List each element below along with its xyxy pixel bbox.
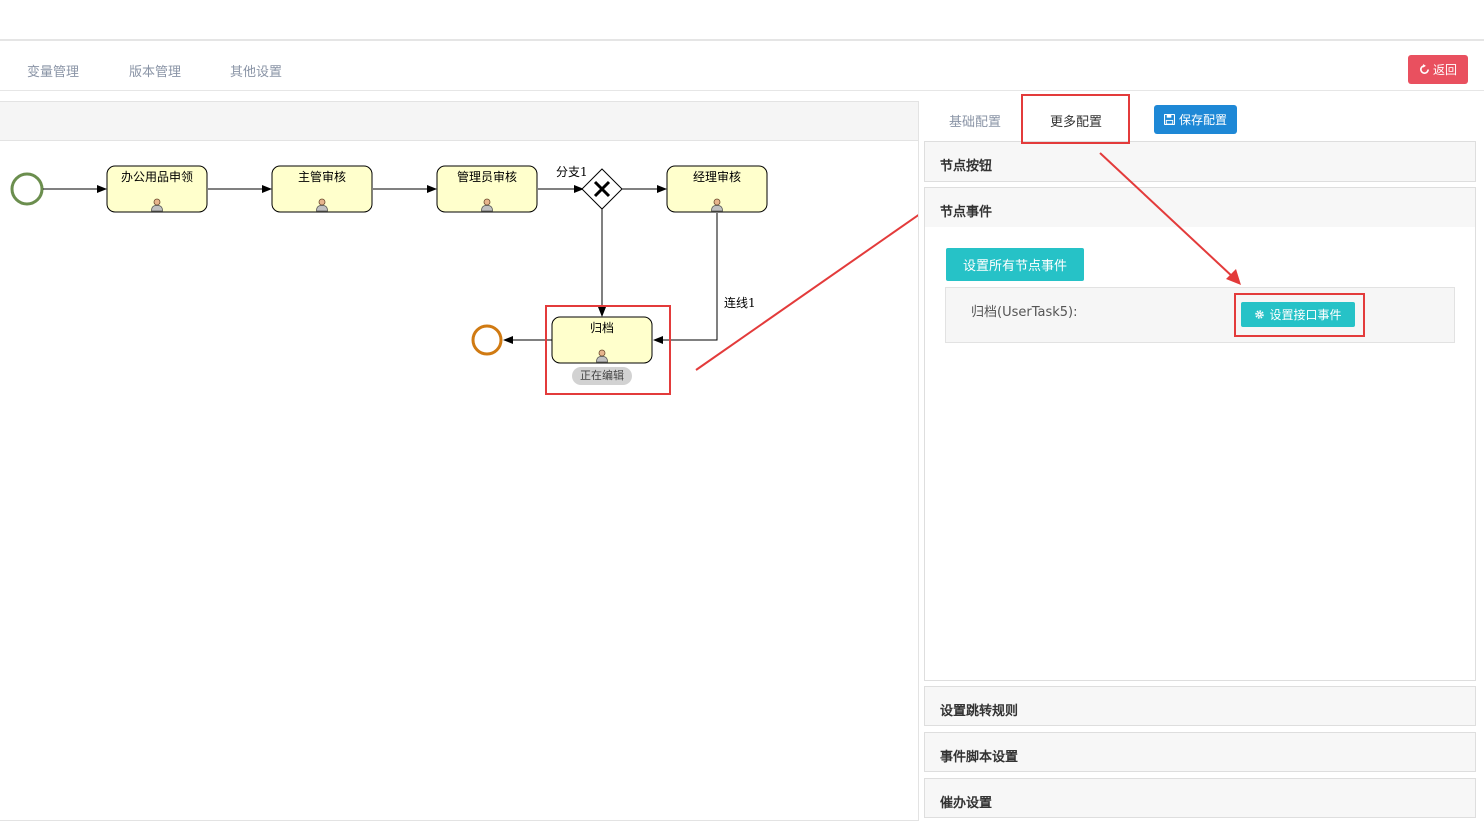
tab-other-settings[interactable]: 其他设置 bbox=[230, 65, 283, 80]
top-bar bbox=[0, 0, 1484, 41]
tab-variable-management[interactable]: 变量管理 bbox=[27, 65, 80, 80]
bpmn-diagram: 办公用品申领 主管审核 管理员审核 经理审核 归档 分支1 连线1 bbox=[10, 165, 918, 371]
set-all-node-events-button[interactable]: 设置所有节点事件 bbox=[946, 248, 1084, 281]
refresh-icon bbox=[1420, 64, 1429, 74]
task-supervisor-review[interactable]: 主管审核 bbox=[271, 165, 373, 213]
set-all-node-events-label: 设置所有节点事件 bbox=[962, 259, 1067, 274]
section-event-scripts[interactable]: 事件脚本设置 bbox=[924, 732, 1476, 772]
back-button[interactable]: 返回 bbox=[1408, 55, 1468, 84]
task-archive[interactable]: 归档 bbox=[551, 316, 653, 364]
annotation-arrow-line bbox=[695, 214, 918, 371]
task-manager-review[interactable]: 经理审核 bbox=[666, 165, 768, 213]
task-admin-review[interactable]: 管理员审核 bbox=[436, 165, 538, 213]
section-jump-rules-title: 设置跳转规则 bbox=[940, 704, 1019, 719]
section-node-buttons[interactable]: 节点按钮 bbox=[924, 141, 1476, 182]
back-label: 返回 bbox=[1432, 63, 1457, 77]
start-event[interactable] bbox=[10, 172, 44, 206]
tab-version-management[interactable]: 版本管理 bbox=[129, 65, 182, 80]
save-config-label: 保存配置 bbox=[1178, 113, 1227, 127]
node-events-body: 设置所有节点事件 归档(UserTask5): 设置接口事件 bbox=[924, 227, 1476, 681]
annotation-arrow-2-line bbox=[1099, 152, 1235, 279]
close-x-icon bbox=[593, 180, 611, 198]
diagram-panel bbox=[0, 101, 919, 821]
section-node-buttons-title: 节点按钮 bbox=[940, 159, 993, 174]
annotation-arrow-2 bbox=[1099, 152, 1241, 285]
save-icon bbox=[1163, 114, 1175, 125]
gateway-label: 分支1 bbox=[556, 165, 588, 179]
section-jump-rules[interactable]: 设置跳转规则 bbox=[924, 686, 1476, 726]
editing-badge: 正在编辑 bbox=[572, 367, 632, 385]
event-row-label: 归档(UserTask5): bbox=[971, 305, 1078, 320]
task-apply-label: 办公用品申领 bbox=[121, 169, 193, 184]
task-apply[interactable]: 办公用品申领 bbox=[106, 165, 208, 213]
exclusive-gateway[interactable] bbox=[581, 168, 623, 210]
event-row-archive: 归档(UserTask5): 设置接口事件 bbox=[945, 287, 1455, 343]
task-manager-review-label: 经理审核 bbox=[693, 169, 741, 184]
section-event-scripts-title: 事件脚本设置 bbox=[940, 750, 1019, 765]
flow-label: 连线1 bbox=[724, 295, 756, 310]
save-config-button[interactable]: 保存配置 bbox=[1154, 105, 1237, 134]
flow-manager-to-archive[interactable] bbox=[653, 213, 718, 344]
nav-tabs: 变量管理 版本管理 其他设置 bbox=[0, 41, 1484, 91]
section-reminder[interactable]: 催办设置 bbox=[924, 778, 1476, 818]
task-archive-label: 归档 bbox=[590, 321, 614, 335]
annotation-arrow-2-head bbox=[1226, 269, 1241, 285]
task-supervisor-review-label: 主管审核 bbox=[298, 169, 346, 184]
tab-basic-config[interactable]: 基础配置 bbox=[949, 115, 1002, 130]
task-admin-review-label: 管理员审核 bbox=[457, 169, 517, 184]
gear-icon bbox=[1255, 310, 1265, 319]
diagram-toolbar bbox=[0, 102, 918, 141]
section-reminder-title: 催办设置 bbox=[940, 796, 993, 811]
tab-more-config[interactable]: 更多配置 bbox=[1050, 115, 1103, 130]
set-interface-event-button[interactable]: 设置接口事件 bbox=[1241, 302, 1355, 327]
end-event[interactable] bbox=[471, 324, 503, 356]
section-node-events-title: 节点事件 bbox=[940, 205, 993, 220]
set-interface-event-label: 设置接口事件 bbox=[1269, 308, 1342, 322]
config-panel: 基础配置 更多配置 保存配置 节点按钮 节点事件 设置所有节点事件 归档(Use… bbox=[918, 91, 1484, 825]
